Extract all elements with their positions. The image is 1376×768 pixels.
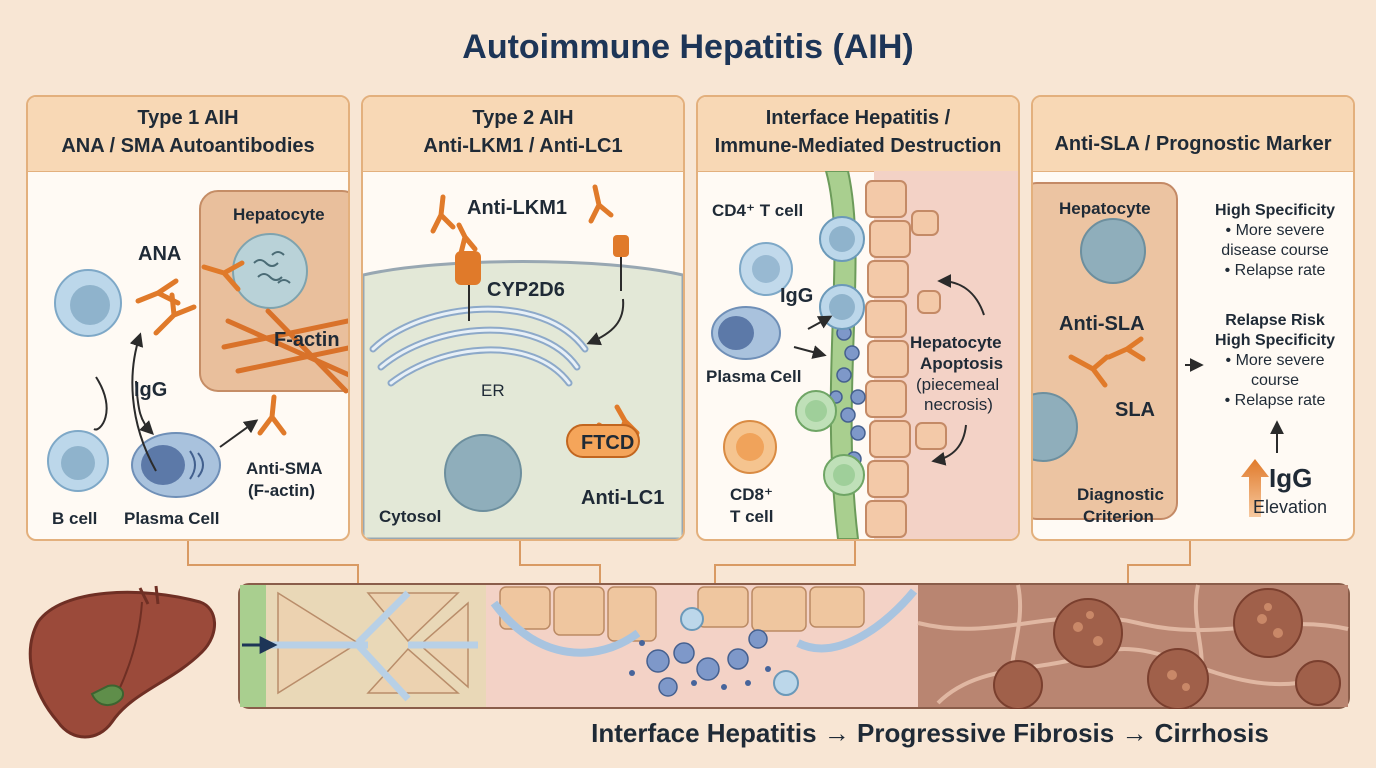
antibody-anti-lkm1 [430, 184, 614, 256]
cd8-label-line1: CD8⁺ [730, 485, 773, 504]
cyp2d6-protein [455, 251, 481, 285]
igg-elevation-label: IgG [1269, 463, 1313, 493]
high-specificity-heading: High Specificity [1214, 202, 1336, 219]
diagnostic-label-line2: Criterion [1083, 507, 1154, 526]
lymphocyte-infiltrate [829, 325, 866, 467]
panel-type1-subtitle: ANA / SMA Autoantibodies [61, 135, 315, 157]
antibody-bound-target [613, 235, 629, 257]
anti-sla-illustration [1033, 182, 1284, 520]
interface-illustration [711, 171, 1018, 539]
panel-type2-aih: Type 2 AIH Anti-LKM1 / Anti-LC1 [361, 95, 685, 541]
type2-illustration [363, 184, 683, 539]
relapse-specificity-heading: High Specificity [1214, 332, 1336, 349]
panel-anti-sla-title: Anti-SLA / Prognostic Marker [1054, 133, 1332, 155]
panel-interface-header: Interface Hepatitis / Immune-Mediated De… [698, 97, 1018, 172]
relapse-risk-block: Relapse Risk High Specificity • More sev… [1201, 311, 1349, 411]
spec-bullet-2: disease course [1221, 242, 1329, 259]
panel-type2-subtitle: Anti-LKM1 / Anti-LC1 [423, 135, 623, 157]
type1-illustration [47, 190, 348, 498]
panel-type2-title: Type 2 AIH [472, 107, 574, 129]
relapse-bullet-2: course [1250, 372, 1300, 389]
type1-plasma-cell-label: Plasma Cell [124, 509, 220, 528]
anti-sma-sub-label: (F-actin) [248, 481, 316, 500]
apoptosis-label-line3: (piecemeal [916, 375, 1000, 394]
b-cell-label: B cell [52, 509, 98, 528]
panel-type1-title: Type 1 AIH [137, 107, 239, 129]
cd4-t-cell-label: CD4⁺ T cell [712, 201, 804, 220]
cytosol-nucleus [444, 434, 522, 512]
relapse-risk-heading: Relapse Risk [1225, 312, 1325, 329]
panel-interface-subtitle: Immune-Mediated Destruction [714, 135, 1002, 157]
igg-elevation-arrow [1241, 459, 1269, 517]
anti-sla-hepatocyte-label: Hepatocyte [1059, 199, 1151, 218]
panel-type1-aih: Type 1 AIH ANA / SMA Autoantibodies [26, 95, 350, 541]
panel-anti-sla-header: Anti-SLA / Prognostic Marker [1033, 97, 1353, 172]
panel-connectors [187, 537, 1191, 583]
cd8-label-line2: T cell [730, 507, 774, 526]
strip-interface-hepatitis [486, 585, 918, 707]
hepatocyte-plate [865, 180, 947, 538]
page-title: Autoimmune Hepatitis (AIH) [462, 28, 914, 66]
relapse-bullet-3: • Relapse rate [1224, 392, 1326, 409]
progression-caption: Interface Hepatitis → Progressive Fibros… [591, 718, 1269, 748]
type1-hepatocyte-label: Hepatocyte [233, 205, 325, 224]
spec-bullet-1: • More severe [1225, 222, 1325, 239]
panel-anti-sla: Anti-SLA / Prognostic Marker Hepatocyte … [1031, 95, 1355, 541]
spec-bullet-3: • Relapse rate [1224, 262, 1326, 279]
panel-interface-hepatitis: Interface Hepatitis / Immune-Mediated De… [696, 95, 1020, 541]
apoptosis-label-line1: Hepatocyte [910, 333, 1002, 352]
strip-normal-lobule [240, 585, 486, 707]
ftcd-protein [566, 424, 640, 458]
ana-label: ANA [138, 243, 182, 265]
high-specificity-block: High Specificity • More severe disease c… [1201, 201, 1349, 281]
disease-progression-strip [238, 583, 1350, 709]
interface-plasma-cell-label: Plasma Cell [706, 367, 802, 386]
antibody-anti-sma [257, 394, 287, 436]
diagnostic-label-line1: Diagnostic [1077, 485, 1164, 504]
relapse-bullet-1: • More severe [1225, 352, 1325, 369]
panel-type2-header: Type 2 AIH Anti-LKM1 / Anti-LC1 [363, 97, 683, 172]
antibody-anti-sla [1068, 336, 1146, 388]
panel-type1-header: Type 1 AIH ANA / SMA Autoantibodies [28, 97, 348, 172]
anti-sla-nucleus-bottom [1033, 392, 1078, 462]
antibody-ana [135, 260, 245, 336]
liver-illustration [28, 585, 216, 739]
anti-sla-nucleus-top [1080, 218, 1146, 284]
cytosol-area [363, 260, 683, 539]
anti-sla-label: Anti-SLA [1059, 313, 1145, 335]
cytosol-label: Cytosol [379, 507, 442, 526]
cyp2d6-label: CYP2D6 [487, 279, 565, 301]
f-actin-fibers [221, 308, 348, 394]
hepatocyte-nucleus [232, 233, 308, 309]
sla-label: SLA [1115, 399, 1155, 421]
apoptosis-label-line2: Apoptosis [920, 354, 1004, 373]
anti-sma-label: Anti-SMA [246, 459, 323, 478]
elevation-label: Elevation [1253, 497, 1328, 517]
type1-igg-label: IgG [134, 379, 168, 401]
anti-lc1-label: Anti-LC1 [581, 487, 665, 509]
er-label: ER [481, 381, 505, 400]
panel-interface-title: Interface Hepatitis / [765, 107, 951, 129]
ftcd-label: FTCD [581, 432, 635, 454]
f-actin-label: F-actin [274, 329, 340, 351]
interface-igg-label: IgG [780, 285, 814, 307]
apoptosis-label-line4: necrosis) [924, 395, 993, 414]
anti-lkm1-label: Anti-LKM1 [467, 197, 567, 219]
strip-cirrhosis [917, 584, 1349, 709]
